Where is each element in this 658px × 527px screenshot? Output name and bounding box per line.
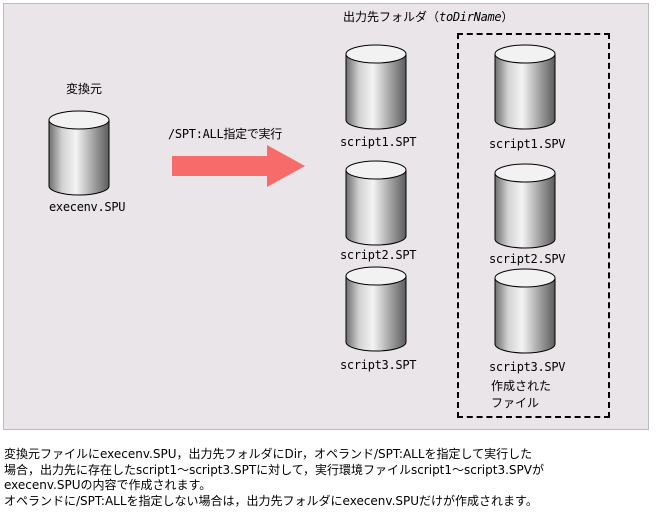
existing-file-cylinder-icon <box>345 44 407 130</box>
existing-file-name: script1.SPT <box>340 135 417 149</box>
source-label: 変換元 <box>66 82 103 96</box>
source-file-name: execenv.SPU <box>49 200 126 214</box>
created-file-cylinder-icon <box>494 163 556 249</box>
existing-file-name: script2.SPT <box>340 248 417 262</box>
source-cylinder-icon <box>48 110 110 196</box>
created-files-label-line1: 作成された <box>491 379 552 393</box>
existing-file-name: script3.SPT <box>340 358 417 372</box>
right-arrow-icon <box>172 145 305 187</box>
created-files-group <box>457 33 610 418</box>
created-file-name: script1.SPV <box>489 137 566 151</box>
existing-file-cylinder-icon <box>345 266 407 352</box>
created-file-cylinder-icon <box>494 268 556 354</box>
caption-line: 変換元ファイルにexecenv.SPU，出力先フォルダにDir，オペランド/SP… <box>4 447 533 461</box>
created-file-name: script3.SPV <box>489 360 566 374</box>
output-folder-header: 出力先フォルダ（toDirName） <box>343 10 513 24</box>
caption-line: オペランドに/SPT:ALLを指定しない場合は，出力先フォルダにexecenv.… <box>4 493 538 508</box>
caption-line: execenv.SPUの内容で作成されます。 <box>4 478 212 492</box>
caption-line: 場合，出力先に存在したscript1～script3.SPTに対して，実行環境フ… <box>4 462 544 477</box>
existing-file-cylinder-icon <box>345 160 407 246</box>
arrow-label: /SPT:ALL指定で実行 <box>168 127 282 141</box>
created-file-name: script2.SPV <box>489 252 566 266</box>
created-files-label-line2: ファイル <box>491 396 540 410</box>
output-dir-name: toDirName <box>439 10 502 24</box>
output-header-prefix: 出力先フォルダ（ <box>343 10 440 24</box>
caption: 変換元ファイルにexecenv.SPU，出力先フォルダにDir，オペランド/SP… <box>4 447 654 509</box>
created-file-cylinder-icon <box>494 44 556 130</box>
output-header-suffix: ） <box>501 10 514 24</box>
